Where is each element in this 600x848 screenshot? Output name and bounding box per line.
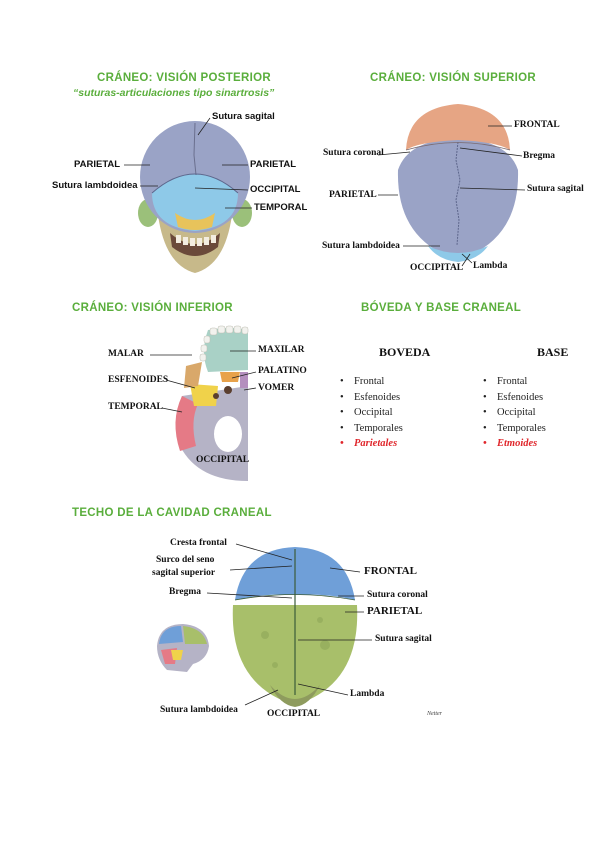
techo-label-occipital: OCCIPITAL <box>267 709 320 719</box>
techo-label-cresta-frontal: Cresta frontal <box>170 538 227 548</box>
techo-leader-lines <box>0 0 600 760</box>
techo-label-sutura-lambdoidea: Sutura lambdoidea <box>160 705 238 715</box>
techo-label-lambda: Lambda <box>350 689 384 699</box>
techo-label-sutura-coronal: Sutura coronal <box>367 590 428 600</box>
techo-label-sutura-sagital: Sutura sagital <box>375 634 432 644</box>
techo-label-parietal: PARIETAL <box>367 605 422 617</box>
techo-label-frontal: FRONTAL <box>364 565 417 577</box>
techo-label-surco-line2: sagital superior <box>152 568 215 578</box>
netter-signature: Netter <box>427 711 442 717</box>
techo-label-surco-line1: Surco del seno <box>156 555 214 565</box>
techo-label-bregma: Bregma <box>169 587 201 597</box>
